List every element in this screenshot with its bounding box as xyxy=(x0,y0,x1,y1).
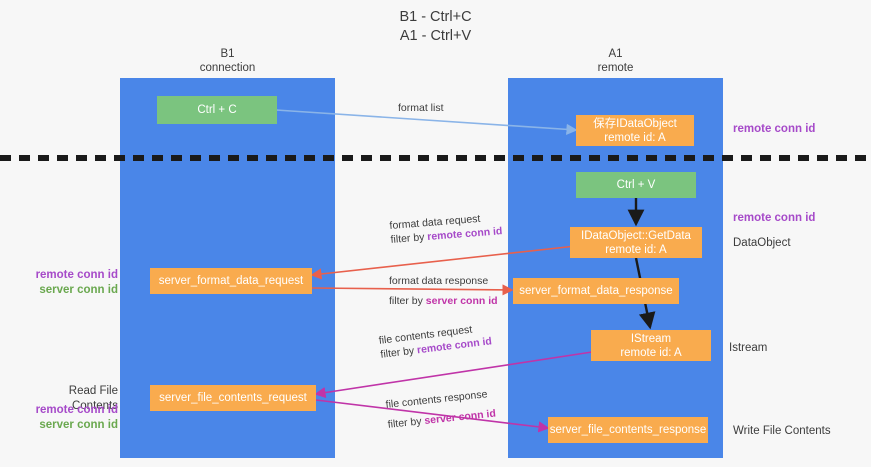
node-idataobject-getdata[interactable]: IDataObject::GetData remote id: A xyxy=(570,227,702,258)
label-write-file-contents: Write File Contents xyxy=(733,425,831,437)
node-server-format-data-request[interactable]: server_format_data_request xyxy=(150,268,312,294)
edge-label-format-data-response-filter: filter by server conn id xyxy=(389,295,498,307)
column-header-b1-name: B1 xyxy=(220,48,235,60)
label-server-conn-id-left-2: server conn id xyxy=(39,419,118,431)
key-server-conn-id: server conn id xyxy=(425,295,498,307)
label-remote-conn-id-left: remote conn id xyxy=(35,269,118,281)
edge-format-data-response xyxy=(311,284,514,296)
label-group-conn-ids-lower: remote conn id server conn id xyxy=(20,403,118,433)
label-remote-conn-id-mid: remote conn id xyxy=(733,212,816,224)
title-line-1: B1 - Ctrl+C xyxy=(399,9,472,25)
column-header-a1: A1 remote xyxy=(508,47,723,75)
label-dataobject: DataObject xyxy=(733,237,791,249)
node-server-file-contents-response[interactable]: server_file_contents_response xyxy=(548,417,708,443)
node-istream[interactable]: IStream remote id: A xyxy=(591,330,711,361)
node-save-idataobject[interactable]: 保存IDataObject remote id: A xyxy=(576,115,694,146)
node-ctrl-c[interactable]: Ctrl + C xyxy=(157,96,277,124)
node-server-file-contents-request[interactable]: server_file_contents_request xyxy=(150,385,316,411)
column-header-a1-role: remote xyxy=(597,62,634,74)
column-header-a1-name: A1 xyxy=(608,48,623,60)
label-remote-conn-id-left-2: remote conn id xyxy=(35,404,118,416)
edge-label-format-data-response: format data response filter by server co… xyxy=(389,274,498,308)
page-title: B1 - Ctrl+C A1 - Ctrl+V xyxy=(0,8,871,46)
label-read-file-contents: Read File Contents xyxy=(68,385,118,412)
edge-file-contents-request xyxy=(314,351,593,399)
label-group-conn-ids-upper: remote conn id server conn id xyxy=(20,268,118,298)
node-ctrl-v[interactable]: Ctrl + V xyxy=(576,172,696,198)
phase-divider xyxy=(0,155,871,161)
title-line-2: A1 - Ctrl+V xyxy=(399,28,472,44)
edge-file-contents-response xyxy=(315,399,550,433)
label-istream: Istream xyxy=(729,342,768,354)
edge-format-data-request xyxy=(310,245,577,280)
column-header-b1: B1 connection xyxy=(120,47,335,75)
edge-format-list xyxy=(275,109,578,135)
label-server-conn-id-left: server conn id xyxy=(39,284,118,296)
edge-label-format-list: format list xyxy=(398,102,444,114)
node-server-format-data-response[interactable]: server_format_data_response xyxy=(513,278,679,304)
edge-label-format-data-response-main: format data response xyxy=(389,275,489,287)
label-remote-conn-id-top: remote conn id xyxy=(733,123,816,135)
column-header-b1-role: connection xyxy=(199,62,256,74)
